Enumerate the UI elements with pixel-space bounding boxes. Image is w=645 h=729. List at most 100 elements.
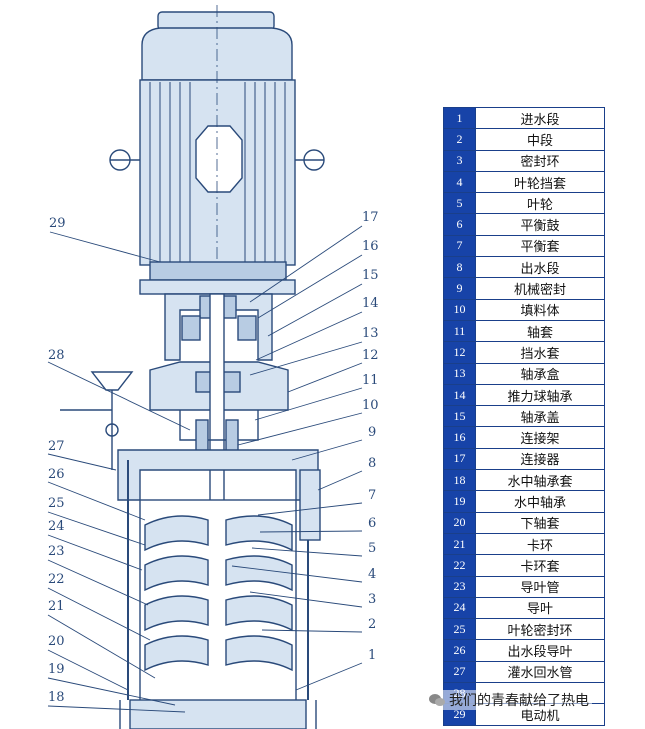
callout-4: 4 [368,567,377,582]
legend-part-name: 卡环 [475,532,605,556]
callout-26: 26 [48,467,65,482]
watermark-text: 我们的青春献给了热电 [449,693,589,709]
wechat-icon [429,694,445,706]
legend-number: 14 [443,383,476,407]
callout-18: 18 [48,690,65,705]
callout-8: 8 [368,456,377,471]
legend-part-name: 轴套 [475,319,605,343]
callout-17: 17 [362,210,379,225]
callout-25: 25 [48,496,65,511]
callout-23: 23 [48,544,65,559]
legend-number: 17 [443,447,476,471]
callout-15: 15 [362,268,379,283]
legend-part-name: 出水段导叶 [475,639,605,662]
legend-number: 2 [443,128,476,151]
callout-19: 19 [48,662,65,677]
callout-14: 14 [362,296,379,311]
legend-number: 13 [443,362,476,385]
legend-part-name: 机械密封 [475,277,605,300]
legend-number: 18 [443,469,476,492]
legend-number: 27 [443,660,476,684]
legend-number: 11 [443,319,476,343]
legend-part-name: 下轴套 [475,511,605,534]
legend-number: 22 [443,554,476,577]
legend-part-name: 叶轮密封环 [475,618,605,641]
legend-part-name: 连接架 [475,426,605,449]
legend-part-name: 轴承盖 [475,405,605,428]
callout-6: 6 [368,516,377,531]
legend-number: 25 [443,618,476,641]
callout-3: 3 [368,592,377,607]
callout-5: 5 [368,541,377,556]
legend-part-name: 出水段 [475,256,605,279]
legend-part-name: 中段 [475,128,605,151]
legend-part-name: 推力球轴承 [475,383,605,407]
legend-number: 24 [443,596,476,620]
legend-number: 20 [443,511,476,534]
legend-number: 26 [443,639,476,662]
legend-number: 15 [443,405,476,428]
legend-number: 1 [443,106,476,130]
legend-number: 3 [443,149,476,172]
callout-28: 28 [48,348,65,363]
legend-part-name: 轴承盒 [475,362,605,385]
watermark: 我们的青春献给了热电 [425,690,592,710]
legend-number: 8 [443,256,476,279]
legend-part-name: 进水段 [475,106,605,130]
legend-part-name: 叶轮挡套 [475,170,605,194]
legend-part-name: 导叶 [475,596,605,620]
callout-29: 29 [49,216,66,231]
legend-number: 23 [443,575,476,598]
callout-22: 22 [48,572,65,587]
legend-part-name: 平衡鼓 [475,213,605,236]
callout-7: 7 [368,488,377,503]
legend-part-name: 挡水套 [475,341,605,364]
callout-2: 2 [368,617,377,632]
legend-part-name: 水中轴承 [475,490,605,513]
callout-20: 20 [48,634,65,649]
legend-part-name: 密封环 [475,149,605,172]
legend-part-name: 填料体 [475,298,605,321]
legend-part-name: 灌水回水管 [475,660,605,684]
callout-10: 10 [362,398,379,413]
callout-1: 1 [368,648,377,663]
legend-number: 9 [443,277,476,300]
callout-9: 9 [368,425,377,440]
legend-part-name: 导叶管 [475,575,605,598]
legend-number: 7 [443,234,476,258]
callout-24: 24 [48,519,65,534]
callout-11: 11 [362,373,379,388]
callout-12: 12 [362,348,379,363]
legend-part-name: 连接器 [475,447,605,471]
callout-21: 21 [48,599,65,614]
legend-number: 19 [443,490,476,513]
legend-number: 10 [443,298,476,321]
